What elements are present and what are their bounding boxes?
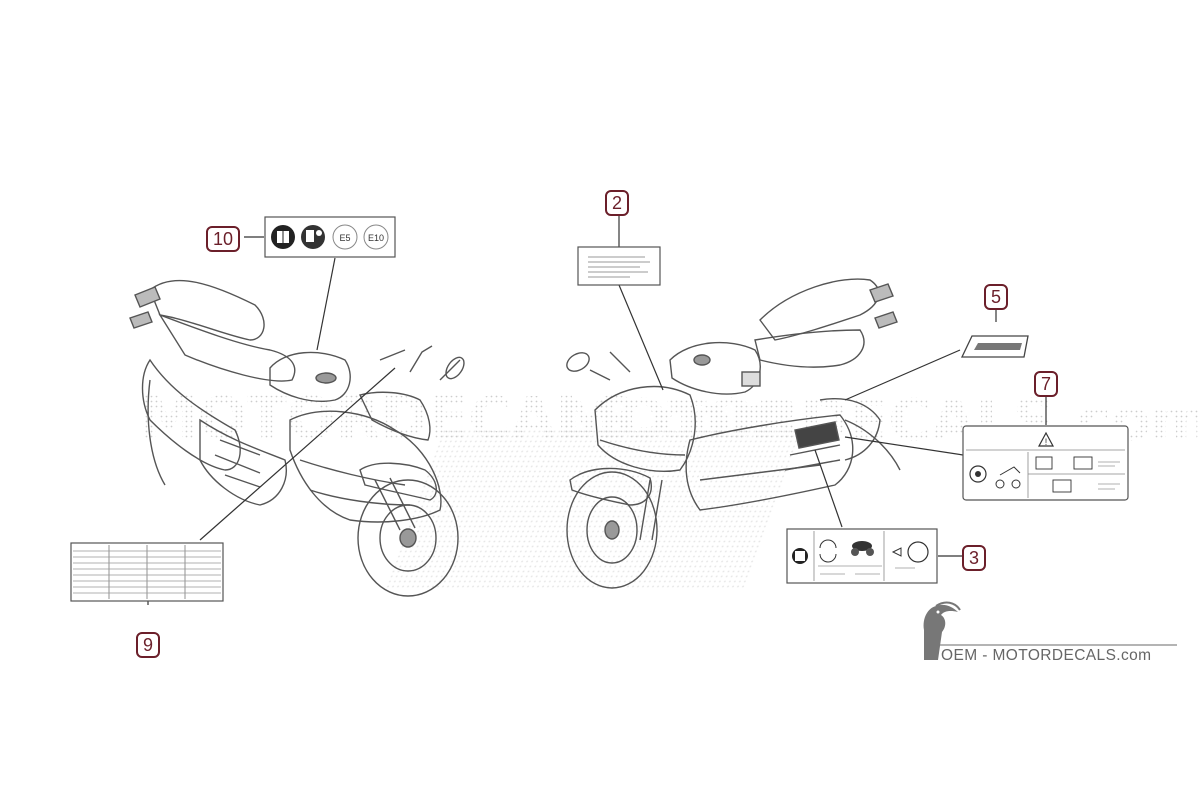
decal-3: [786, 528, 938, 584]
decal-9: [70, 542, 224, 602]
callout-3: 3: [962, 545, 987, 571]
decal-5: [960, 335, 1029, 358]
e10-label: E10: [368, 233, 384, 243]
callout-2: 2: [605, 190, 630, 216]
callout-9: 9: [136, 632, 161, 658]
left-motorcycle: [129, 279, 465, 597]
callout-5: 5: [984, 284, 1009, 310]
decal-10: E5 E10: [264, 216, 396, 258]
e5-label: E5: [339, 233, 350, 243]
decal-2: [577, 246, 661, 286]
callout-7: 7: [1034, 371, 1059, 397]
e5-fuel-icon: [332, 224, 358, 250]
brand-bird-logo: [923, 601, 1177, 660]
leader-lines: [147, 214, 1047, 605]
right-motorcycle: [566, 278, 901, 589]
warning-triangle-icon: [1037, 431, 1055, 447]
svg-text:!: !: [1045, 437, 1048, 447]
e10-fuel-icon: [363, 224, 389, 250]
brand-text: OEM - MOTORDECALS.com: [941, 647, 1152, 664]
callout-10: 10: [206, 226, 241, 252]
decal-7: !: [962, 425, 1129, 501]
